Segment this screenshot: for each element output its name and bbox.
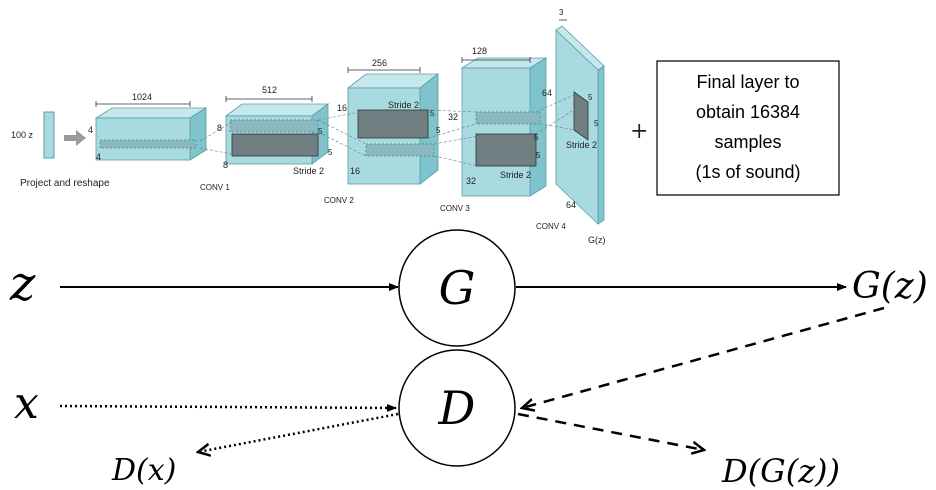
layer-block-conv3 bbox=[460, 57, 548, 197]
layer1-conv: CONV 1 bbox=[200, 183, 230, 192]
final-layer-box bbox=[656, 60, 840, 196]
layer3-side-a: 32 bbox=[448, 112, 458, 122]
layer1-kernel-b: 5 bbox=[328, 148, 333, 157]
layer1-kernel-a: 5 bbox=[318, 127, 323, 136]
layer4-side-b: 64 bbox=[566, 200, 576, 210]
layer3-stride: Stride 2 bbox=[500, 170, 531, 180]
layer1-side-a: 8 bbox=[217, 123, 222, 133]
dx-label: D(x) bbox=[111, 453, 176, 488]
layer0-top: 1024 bbox=[132, 92, 152, 102]
layer2-side-b: 16 bbox=[350, 166, 360, 176]
layer-block-conv2 bbox=[346, 67, 440, 185]
layer4-kernel-b: 5 bbox=[594, 119, 599, 128]
final-box-line-4: (1s of sound) bbox=[695, 162, 800, 182]
final-box-line-2: obtain 16384 bbox=[696, 102, 800, 122]
input-label: 100 z bbox=[11, 130, 34, 140]
layer4-top: 3 bbox=[559, 8, 564, 17]
connectors-3-4 bbox=[535, 93, 587, 135]
discriminator-node bbox=[398, 349, 516, 467]
d-to-dgz-arrow bbox=[517, 412, 704, 450]
z-label: z bbox=[9, 256, 36, 312]
generator-label: G bbox=[439, 261, 476, 315]
architecture-strip: 100 z Project and reshape 1024 4 4 bbox=[11, 8, 840, 245]
layer4-output: G(z) bbox=[588, 235, 606, 245]
layer3-conv: CONV 3 bbox=[440, 204, 470, 213]
layer-block-conv1 bbox=[224, 96, 330, 165]
layer4-side-a: 64 bbox=[542, 88, 552, 98]
project-label: Project and reshape bbox=[20, 178, 110, 189]
layer-block-project bbox=[94, 101, 208, 161]
connectors-2-3 bbox=[427, 109, 479, 167]
layer3-kernel-a: 5 bbox=[534, 133, 539, 142]
project-arrow bbox=[64, 130, 86, 146]
layer-block-conv4 bbox=[555, 19, 605, 225]
layer3-top: 128 bbox=[472, 46, 487, 56]
plus-sign: + bbox=[630, 119, 648, 144]
layer0-side-b: 4 bbox=[96, 152, 101, 162]
layer1-side-b: 8 bbox=[223, 160, 228, 170]
connectors-1-2 bbox=[317, 111, 367, 157]
layer2-top: 256 bbox=[372, 58, 387, 68]
layer4-kernel-a: 5 bbox=[588, 93, 593, 102]
layer1-stride: Stride 2 bbox=[293, 166, 324, 176]
layer3-side-b: 32 bbox=[466, 176, 476, 186]
layer3-kernel-b: 5 bbox=[536, 151, 541, 160]
final-box-line-1: Final layer to bbox=[696, 72, 799, 92]
dgz-label: D(G(z)) bbox=[721, 452, 840, 490]
gz-label: G(z) bbox=[852, 266, 928, 307]
layer2-conv: CONV 2 bbox=[324, 196, 354, 205]
layer2-stride: Stride 2 bbox=[388, 100, 419, 110]
layer0-side-a: 4 bbox=[88, 125, 93, 135]
generator-node bbox=[398, 229, 516, 347]
layer4-stride: Stride 2 bbox=[566, 140, 597, 150]
gz-to-d-arrow bbox=[522, 306, 885, 408]
x-to-d-arrow bbox=[59, 403, 397, 412]
d-to-dx-arrow bbox=[198, 412, 399, 452]
layer4-conv: CONV 4 bbox=[536, 222, 566, 231]
discriminator-label: D bbox=[438, 381, 476, 435]
input-vector bbox=[43, 111, 55, 159]
gan-schematic: z G G(z) x D D(x) D(G(z)) bbox=[9, 229, 928, 490]
connectors-0-1 bbox=[199, 121, 233, 155]
layer1-top: 512 bbox=[262, 85, 277, 95]
layer2-kernel-b: 5 bbox=[436, 126, 441, 135]
layer2-side-a: 16 bbox=[337, 103, 347, 113]
x-label: x bbox=[14, 378, 39, 429]
final-box-line-3: samples bbox=[714, 132, 781, 152]
layer2-kernel-a: 5 bbox=[430, 109, 435, 118]
